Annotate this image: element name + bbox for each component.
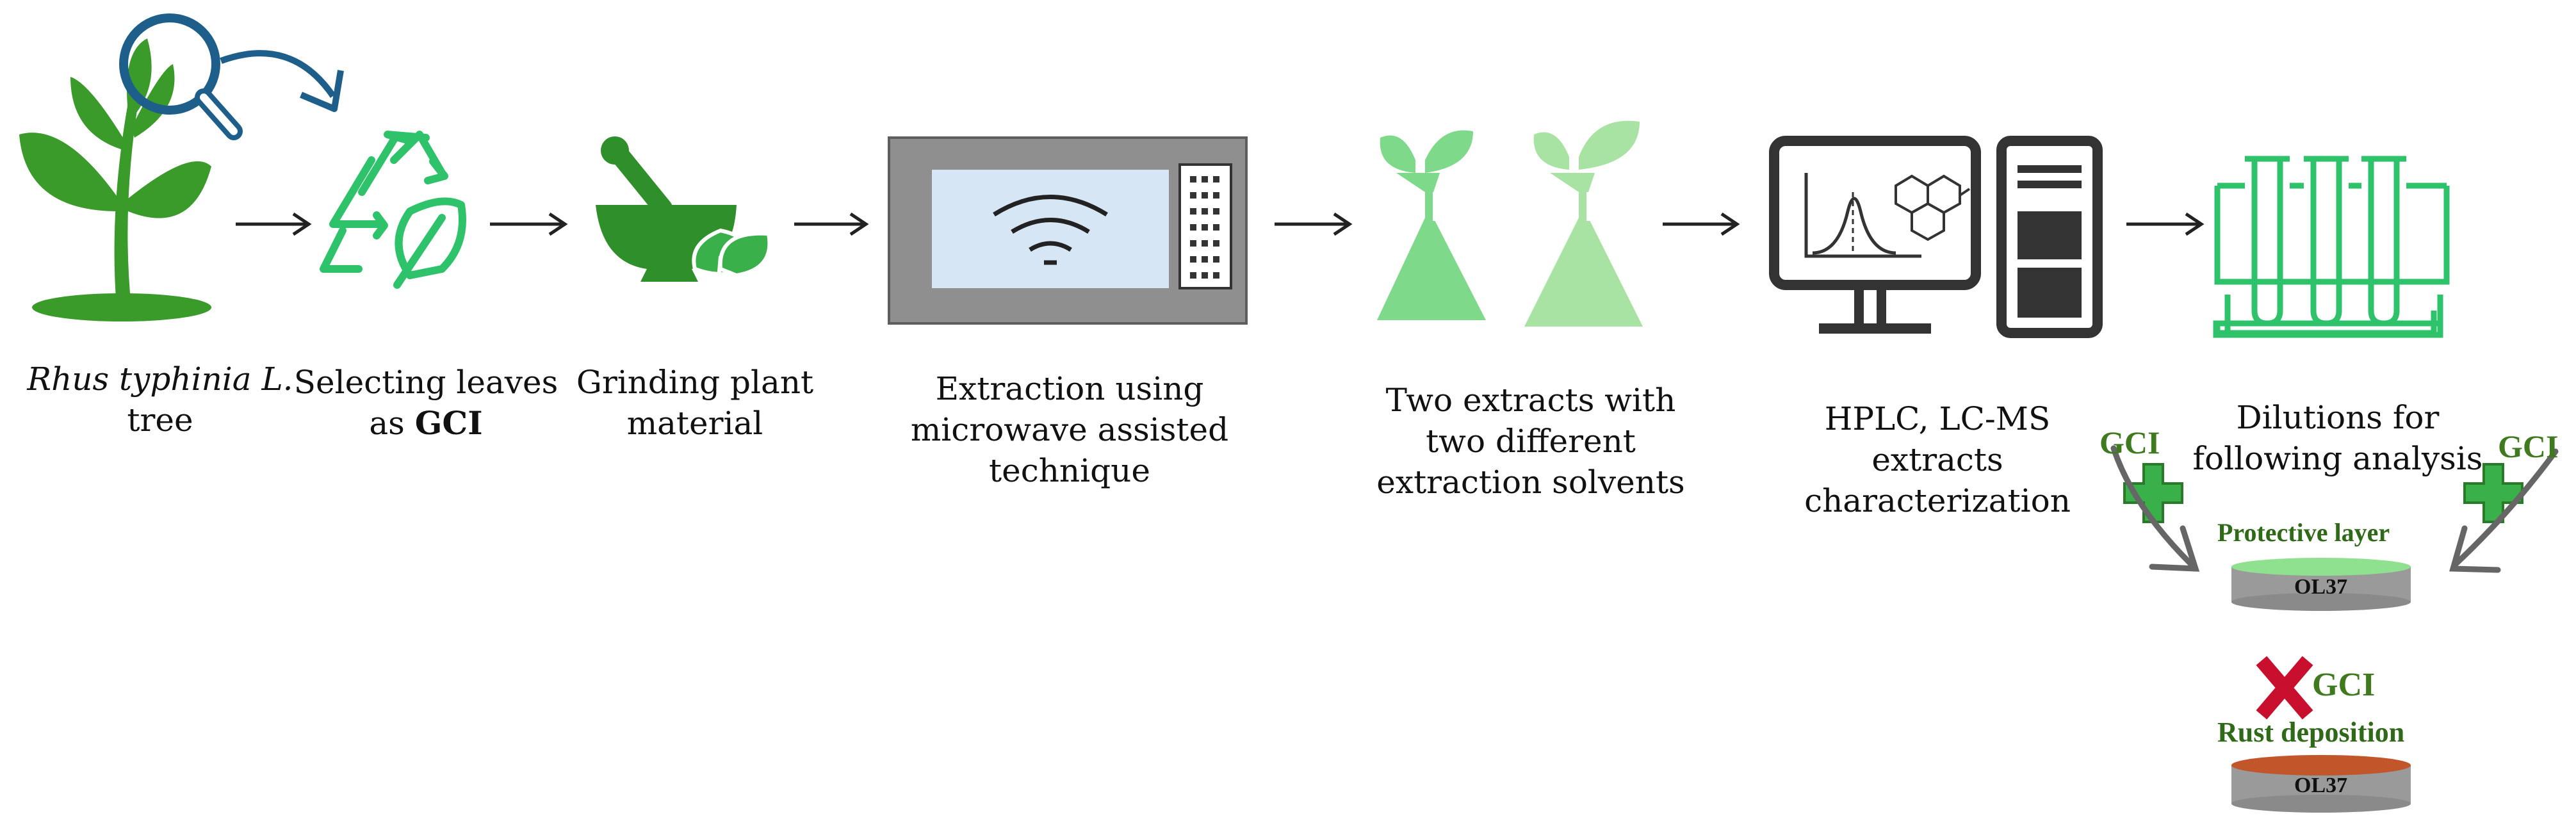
recycle-leaf-icon xyxy=(320,131,466,289)
computer-icon xyxy=(1769,136,2103,338)
step-label-tree: Rhus typhinia L.tree xyxy=(27,361,293,439)
protected-specimen-icon xyxy=(2231,558,2411,611)
curved-arrow-icon xyxy=(220,50,344,112)
red-cross-icon xyxy=(2256,656,2313,720)
arrow-3 xyxy=(794,212,869,236)
arrow-1 xyxy=(236,212,312,236)
flask-icon-2 xyxy=(1524,120,1643,327)
protective-layer-label: Protective layer xyxy=(2217,518,2390,547)
green-plus-right-icon xyxy=(2463,463,2523,523)
gci-label-left: GCI xyxy=(2099,425,2160,460)
flow-arrows xyxy=(236,212,2205,236)
microwave-icon xyxy=(888,136,1248,325)
rusted-specimen-icon xyxy=(2231,755,2411,813)
downward-arrows xyxy=(2110,445,2559,573)
test-tubes-icon xyxy=(2213,156,2450,338)
gci-label-right: GCI xyxy=(2498,428,2559,464)
rust-deposition-label: Rust deposition xyxy=(2217,717,2405,748)
specimen-label-2: OL37 xyxy=(2294,774,2348,797)
arrow-6 xyxy=(2126,212,2205,236)
flask-icon-1 xyxy=(1377,130,1486,320)
gci-label-crossed: GCI xyxy=(2312,667,2376,703)
arrow-4 xyxy=(1275,212,1353,236)
magnifier-icon xyxy=(119,13,243,140)
mortar-icon xyxy=(596,136,772,295)
specimen-label-1: OL37 xyxy=(2294,575,2348,599)
arrow-2 xyxy=(490,212,568,236)
arrow-5 xyxy=(1663,212,1740,236)
green-plus-left-icon xyxy=(2123,463,2183,523)
plant-icon xyxy=(19,38,211,321)
